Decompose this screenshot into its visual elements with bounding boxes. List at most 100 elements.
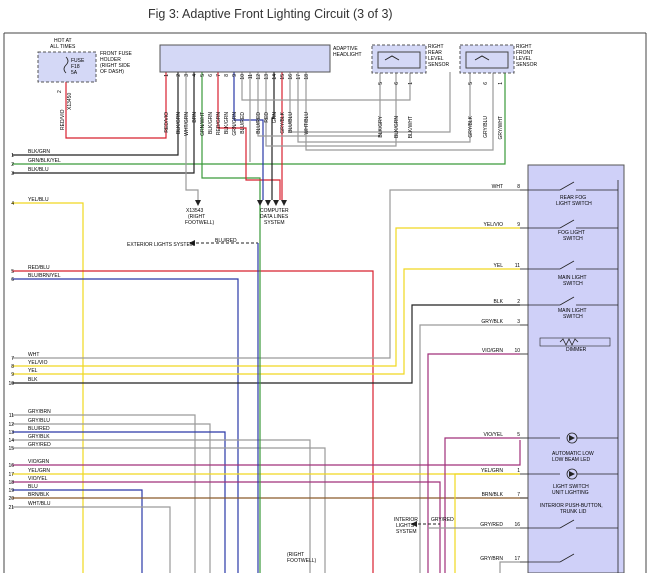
rear-sensor-label-2: REAR [428, 50, 442, 56]
headlight-pin-wire: BRN [192, 112, 198, 123]
left-wire-labels: 1BLK/GRN2GRN/BLK/YEL3BLK/BLU4YEL/BLU5RED… [8, 149, 61, 511]
headlight-pin-wire: GRN/GRN [232, 112, 238, 136]
left-wire-number: 13 [8, 430, 14, 436]
data-line-arrow [281, 200, 287, 206]
wire-4-yel-blu [12, 202, 84, 573]
left-wire-number: 17 [8, 472, 14, 478]
sensor-pins: 5BLK/GRY6BLK/GRN1BLK/WHT5GRY/BLK6GRY/BLU… [378, 55, 504, 140]
exterior-lights-label: EXTERIOR LIGHTS SYSTEM [127, 242, 194, 248]
page-title: Fig 3: Adaptive Front Lighting Circuit (… [148, 7, 393, 21]
interior-label-1: INTERIOR [394, 517, 418, 523]
left-wire-label: BLU [28, 484, 38, 490]
ground-arrow [195, 200, 201, 206]
wire-gry-brn-17 [499, 561, 520, 573]
main1-label-2: SWITCH [563, 281, 583, 287]
switch-wire-label: GRY/BLK [481, 319, 503, 325]
wire-hl-blk-grn [265, 72, 397, 147]
left-wire-number: 20 [8, 496, 14, 502]
switch-wire-label: VIO/YEL [484, 432, 504, 438]
left-wire-label: GRN/BLK/YEL [28, 158, 61, 164]
headlight-pin-number: 15 [280, 74, 286, 80]
headlight-pin-number: 8 [224, 74, 230, 77]
trunk-label-2: TRUNK LID [560, 509, 587, 515]
left-wire-label: VIO/YEL [28, 476, 48, 482]
switch-pin-number: 11 [515, 263, 520, 269]
headlight-pin-number: 17 [296, 74, 302, 80]
left-wire-label: BLK [28, 377, 38, 383]
wire-fuse-red [65, 72, 167, 139]
left-wire-number: 2 [11, 162, 14, 168]
fuse-pin: 2 [57, 90, 63, 93]
left-wire-label: RED/BLU [28, 265, 50, 271]
led-symbol [569, 435, 575, 441]
front-sensor-pin-number: 5 [468, 82, 474, 85]
fog-label-1: FOG LIGHT [558, 230, 585, 236]
fuse-holder-label-3: (RIGHT SIDE [100, 63, 131, 69]
headlight-pin-number: 16 [288, 74, 294, 80]
wire-vio-yel-5 [444, 437, 520, 573]
headlight-pin-wire: BLK/GRN [224, 112, 230, 134]
rear-sensor-pin-wire: BLK/GRN [394, 116, 400, 138]
left-wire-label: WHT/BLU [28, 501, 51, 507]
interior-arrow [411, 521, 417, 527]
switch-pin-number: 1 [517, 468, 520, 474]
rear-sensor-label-3: LEVEL [428, 56, 444, 62]
exterior-arrow [189, 240, 195, 246]
switch-pin-number: 9 [517, 222, 520, 228]
left-wire-number: 7 [11, 356, 14, 362]
headlight-pin-wire: RED/GRN [216, 112, 222, 135]
switch-pin-number: 5 [517, 432, 520, 438]
headlight-pin-wire: RED [264, 112, 270, 123]
wire-hl-grn-wht [201, 72, 261, 573]
switch-contact-blade [559, 296, 575, 306]
left-wire-number: 8 [11, 364, 14, 370]
wire-10-blk [12, 304, 520, 384]
interior-label-3: SYSTEM [396, 529, 417, 535]
headlight-pin-number: 4 [192, 74, 198, 77]
left-wire-label: YEL/VIO [28, 360, 48, 366]
left-wire-label: YEL/GRN [28, 468, 50, 474]
left-wire-label: BLK/BLU [28, 167, 49, 173]
data-line-arrow [273, 200, 279, 206]
rear-fog-label-1: REAR FOG [560, 195, 586, 201]
left-wire-number: 15 [8, 446, 14, 452]
interior-label-2: LIGHTS [396, 523, 415, 529]
switch-pin-number: 3 [517, 319, 520, 325]
front-sensor-label-4: SENSOR [516, 62, 538, 68]
main1-label-1: MAIN LIGHT [558, 275, 587, 281]
unit-label-1: LIGHT SWITCH [553, 484, 589, 490]
switch-pin-number: 2 [517, 299, 520, 305]
wire-19-blu [12, 489, 143, 573]
headlight-pin-number: 6 [208, 74, 214, 77]
rear-sensor-pin-wire: BLK/WHT [408, 116, 414, 138]
front-sensor-label-1: RIGHT [516, 44, 532, 50]
front-sensor-label-3: LEVEL [516, 56, 532, 62]
switch-wire-label: YEL/VIO [484, 222, 504, 228]
headlight-pin-number: 5 [200, 74, 206, 77]
fuse-holder-label-2: HOLDER [100, 57, 121, 63]
left-wire-number: 19 [8, 488, 14, 494]
headlight-pins: 1RED/VIO2BLK/GRN3WHT/GRN4BRN5GRN/WHT6BLK… [164, 74, 310, 136]
headlight-pin-wire: WHT/GRN [184, 112, 190, 136]
fuse-amp: 5A [71, 70, 78, 76]
switch-internals [528, 180, 619, 573]
front-sensor-label-2: FRONT [516, 50, 533, 56]
left-wire-number: 14 [8, 438, 14, 444]
front-sensor-inner [465, 51, 509, 69]
wire-gry-blk-3 [419, 324, 520, 573]
front-sensor-pin-wire: GRY/BLK [468, 115, 474, 137]
rear-sensor-pin-wire: BLK/GRY [378, 115, 384, 137]
headlight-pin-wire: BLU/RED [256, 112, 262, 134]
fuse-holder-box [37, 51, 97, 83]
rear-sensor-symbol [384, 55, 400, 61]
headlight-pin-number: 14 [272, 74, 278, 80]
headlight-pin-number: 12 [256, 74, 262, 80]
data-lines-label-2: DATA LINES [260, 214, 289, 220]
headlight-pin-number: 3 [184, 74, 190, 77]
wire-11-gry-brn [12, 414, 196, 573]
unit-label-2: UNIT LIGHTING [552, 490, 589, 496]
left-wire-label: BLU/BRN/YEL [28, 273, 61, 279]
rear-sensor-inner [377, 51, 421, 69]
wire-5-red-blu [12, 270, 374, 573]
headlight-pin-wire: WHT/BLU [304, 112, 310, 135]
